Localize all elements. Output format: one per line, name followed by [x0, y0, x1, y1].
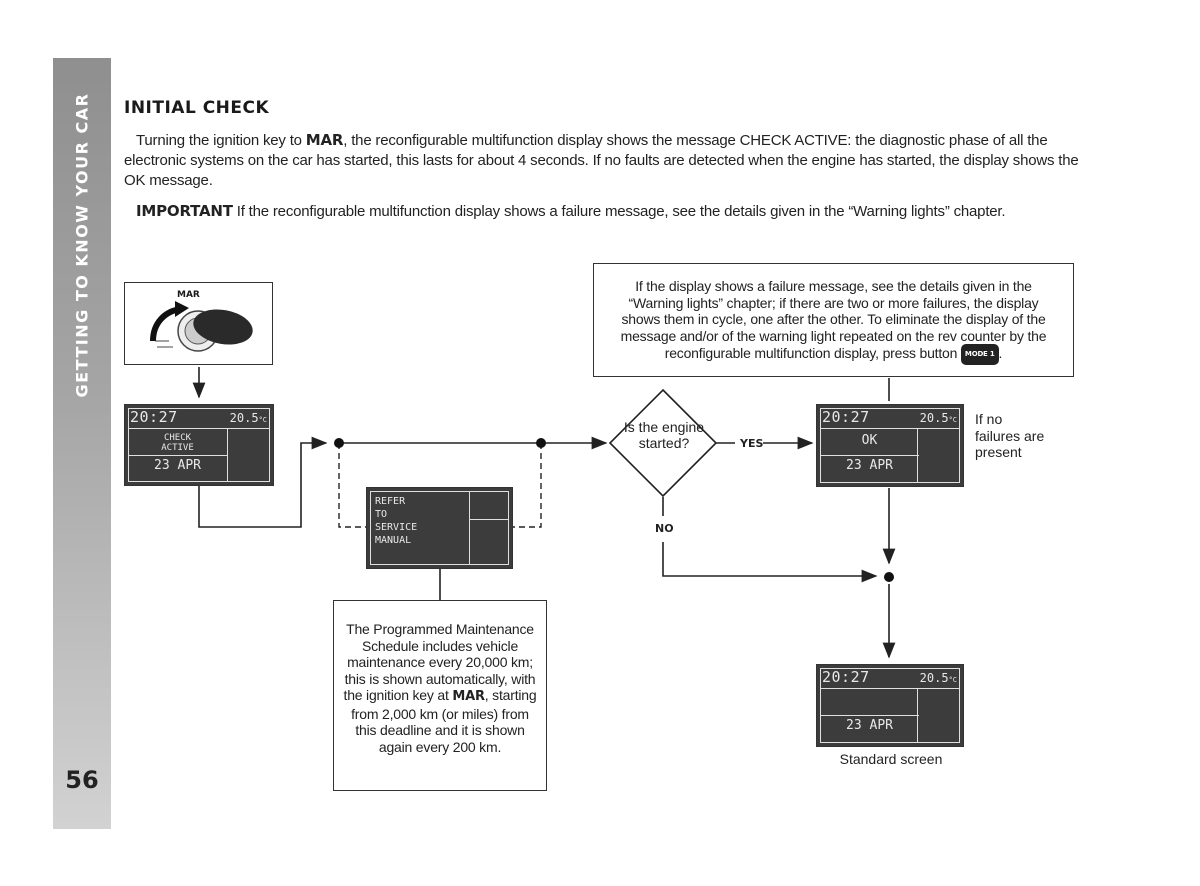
standard-screen-caption: Standard screen: [839, 751, 943, 767]
display-ok: 20:27 20.5°C OK 23 APR: [816, 404, 964, 487]
display-date: 23 APR: [154, 458, 201, 473]
display-date: 23 APR: [846, 458, 893, 473]
decision-diamond: [608, 388, 718, 498]
no-arrow: [662, 542, 878, 583]
ignition-key-illustration: MAR: [124, 282, 273, 365]
display-standard: 20:27 20.5°C 23 APR: [816, 664, 964, 747]
side-tab: [53, 58, 111, 829]
intro-paragraph: Turning the ignition key to MAR, the rec…: [124, 131, 1079, 189]
display-time: 20:27: [130, 408, 178, 426]
important-paragraph: IMPORTANT If the reconfigurable multifun…: [136, 202, 1006, 220]
failure-note: If the display shows a failure message, …: [593, 263, 1074, 377]
junction-dot-bottom: [884, 572, 894, 582]
display-temp: 20.5°C: [919, 671, 957, 685]
junction-dot-left: [334, 438, 344, 448]
dashed-left: [338, 443, 366, 528]
display-time: 20:27: [822, 408, 870, 426]
yes-label: YES: [740, 437, 764, 450]
display-time: 20:27: [822, 668, 870, 686]
mode-button-icon: MODE 1: [960, 344, 999, 365]
page-number: 56: [65, 766, 99, 794]
key-position-label: MAR: [177, 290, 200, 300]
display-date: 23 APR: [846, 718, 893, 733]
section-heading: INITIAL CHECK: [124, 98, 270, 118]
junction-dot-right: [536, 438, 546, 448]
no-label: NO: [655, 522, 674, 535]
maintenance-note: The Programmed Maintenance Schedule incl…: [333, 600, 547, 791]
refer-message: REFER TO SERVICE MANUAL: [375, 496, 418, 546]
decision-text: Is the engine started?: [623, 419, 705, 451]
display-refer-service: REFER TO SERVICE MANUAL: [366, 487, 513, 569]
display-message: OK: [861, 433, 878, 448]
arrow-display-to-junction: [198, 436, 328, 528]
no-failures-note: If no failures are present: [975, 411, 1045, 460]
key-icon: [150, 301, 253, 352]
display-temp: 20.5°C: [229, 411, 267, 425]
display-temp: 20.5°C: [919, 411, 957, 425]
dashed-right: [513, 443, 542, 528]
